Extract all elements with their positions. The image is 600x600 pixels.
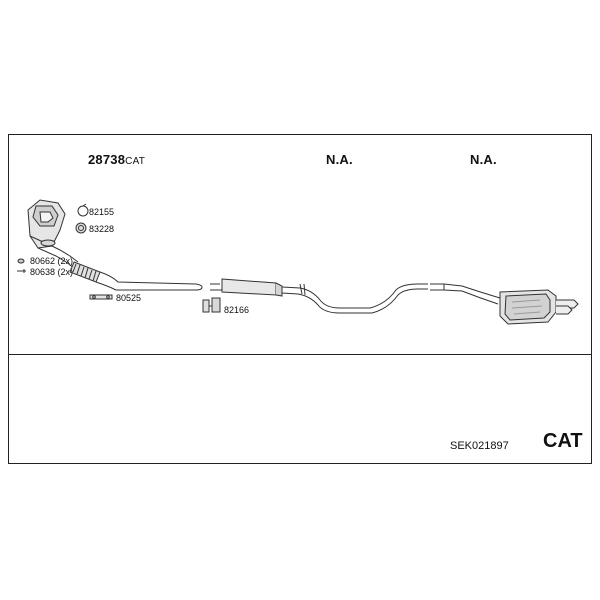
rear-silencer [499, 289, 579, 325]
bolt-icon [17, 269, 26, 273]
section2-header: N.A. [326, 152, 353, 167]
frame-divider [8, 354, 592, 355]
part-label-80525: 80525 [116, 293, 142, 303]
section1-suffix: CAT [125, 156, 146, 167]
section3-header: N.A. [470, 152, 497, 167]
part-label-80638: 80638 (2x) [30, 267, 74, 277]
cat-label: CAT [543, 430, 583, 452]
set-code: SEK021897 [450, 440, 509, 452]
gasket-ring-icon [75, 222, 87, 234]
nut-icon [17, 258, 25, 264]
part-label-82166: 82166 [224, 305, 250, 315]
flex-pipe [69, 261, 101, 283]
diagram-frame [8, 134, 592, 464]
part-label-80662: 80662 (2x) [30, 256, 74, 266]
rear-pipe [443, 283, 501, 299]
flange-gasket-icon [89, 294, 113, 300]
section1-number: 28738 [88, 152, 126, 167]
catalytic-converter [27, 199, 79, 269]
middle-silencer [221, 278, 283, 297]
middle-pipe [281, 283, 428, 309]
front-pipe [99, 271, 197, 285]
section1-header: 28738CAT [88, 152, 145, 167]
clamp-ring-icon [77, 203, 89, 217]
part-label-83228: 83228 [89, 224, 115, 234]
pipe-clamp-icon [202, 297, 221, 313]
part-label-82155: 82155 [89, 207, 115, 217]
